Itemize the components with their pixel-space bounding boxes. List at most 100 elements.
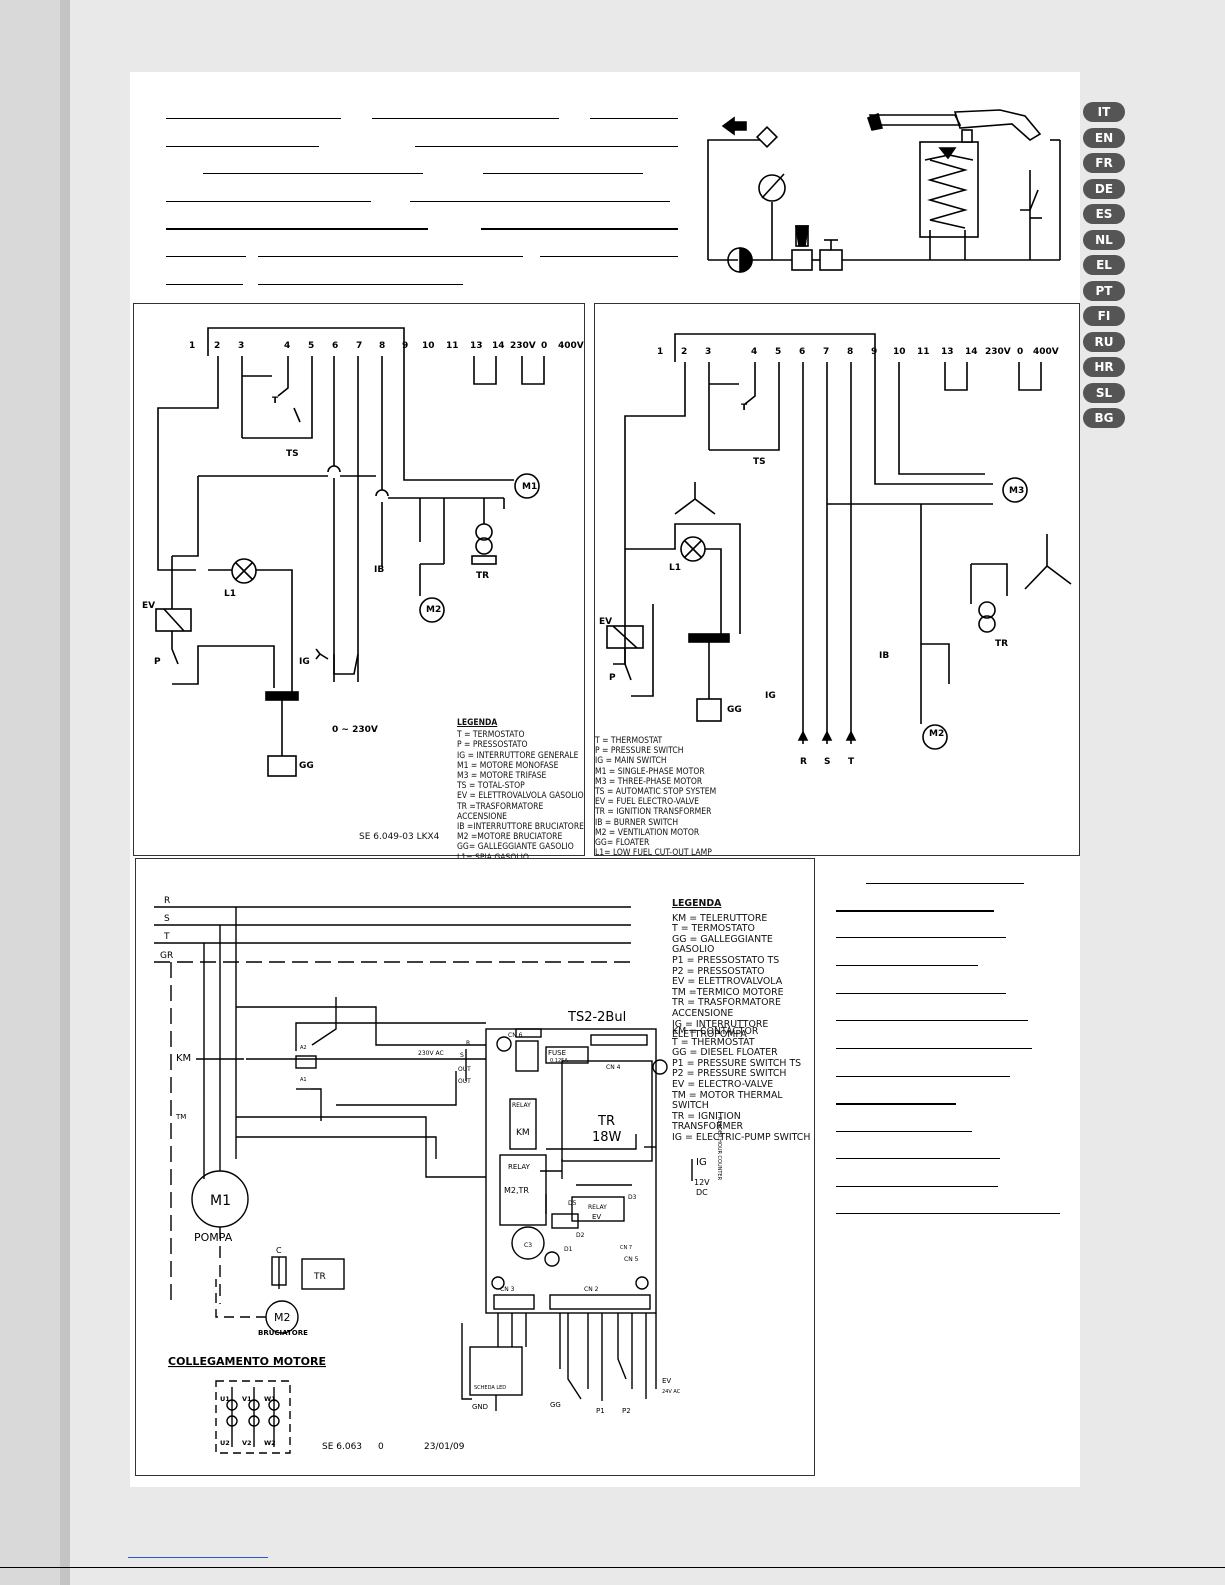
p2-label: P2 [622, 1407, 631, 1415]
dc-label: DC [696, 1188, 708, 1197]
ts-label: TS [286, 449, 299, 459]
diagram3-rev: 0 [378, 1442, 384, 1452]
gg-label: GG [727, 705, 742, 715]
legend-item: P2 = PRESSOSTATO [672, 965, 765, 977]
legend-heading: LEGENDA [672, 898, 722, 909]
terminal: 0 [1017, 347, 1023, 357]
legend-item: EV = ELETTROVALVOLA GASOLIO [457, 791, 584, 802]
diagram3-code: SE 6.063 [322, 1442, 362, 1452]
lang-sl[interactable]: SL [1083, 382, 1125, 403]
legend-item: L1= LOW FUEL CUT-OUT LAMP [595, 848, 712, 859]
terminal: 10 [893, 347, 906, 357]
line-s: S [164, 914, 170, 924]
legend-item: P = PRESSURE SWITCH [595, 746, 684, 757]
legend-item: M3 = THREE-PHASE MOTOR [595, 776, 703, 787]
v1-label: V1 [242, 1395, 252, 1403]
l1-label: L1 [669, 563, 681, 573]
legend-item: IB = BURNER SWITCH [595, 817, 679, 828]
wiring-diagram-3-svg: R S T GR [154, 896, 722, 1454]
lang-pt[interactable]: PT [1083, 280, 1125, 301]
terminal: 7 [823, 347, 829, 357]
legend-item: IB =INTERRUTTORE BRUCIATORE [457, 822, 584, 833]
motore-label: COLLEGAMENTO MOTORE [168, 1355, 326, 1368]
ib-label: IB [374, 565, 384, 575]
s-label: S [824, 757, 830, 767]
legend-item: GG = GALLEGGIANTE GASOLIO [672, 933, 773, 956]
ev-label: EV [142, 601, 155, 611]
w1-label: W1 [264, 1395, 276, 1403]
diagram1-code: SE 6.049-03 LKX4 [359, 832, 440, 842]
terminal: 1 [657, 347, 663, 357]
wiring-diagram-three-phase: 1 2 3 4 5 6 7 8 9 10 11 13 14 230V 0 400… [594, 303, 1080, 859]
lang-en[interactable]: EN [1083, 127, 1125, 148]
lang-ru[interactable]: RU [1083, 331, 1125, 352]
lang-el[interactable]: EL [1083, 255, 1125, 275]
lang-fi[interactable]: FI [1083, 306, 1125, 326]
l1-label: L1 [224, 589, 236, 599]
tr-label: TR [476, 571, 489, 581]
legend-item: TR = TRASFORMATORE ACCENSIONE [672, 997, 781, 1019]
terminal: 9 [402, 341, 408, 351]
terminal: 400V [1033, 347, 1059, 357]
legend-item: GG= GALLEGGIANTE GASOLIO [457, 842, 574, 853]
wiring-diagram-1-svg: 1 2 3 4 5 6 7 8 9 10 11 13 14 230V 0 400… [142, 327, 584, 777]
page-binding-strip [0, 0, 70, 1585]
cn7-label: CN 7 [620, 1245, 632, 1251]
t-phase-label: T [848, 757, 855, 767]
m2-label: M2 [426, 605, 441, 615]
km-label: KM [176, 1053, 191, 1064]
v2-label: V2 [242, 1439, 252, 1447]
legend-item: T = THERMOSTAT [672, 1036, 755, 1048]
m1-label: M1 [210, 1193, 231, 1209]
bruciatore-label: BRUCIATORE [258, 1329, 308, 1337]
terminal: 0 [541, 341, 547, 351]
lang-es[interactable]: ES [1083, 204, 1125, 224]
a2-label: A2 [300, 1045, 307, 1051]
lang-nl[interactable]: NL [1083, 229, 1125, 250]
lang-fr[interactable]: FR [1083, 153, 1125, 173]
relay-label: RELAY [512, 1102, 531, 1109]
terminal: 4 [284, 341, 290, 351]
lang-hr[interactable]: HR [1083, 357, 1125, 377]
tr-label: TR [313, 1272, 326, 1282]
c-label: C [276, 1246, 282, 1255]
relay-ev-label: RELAY [588, 1204, 607, 1211]
watt-label: 18W [592, 1130, 622, 1145]
legend-item: L1= SPIA GASOLIO [457, 853, 584, 863]
gg-board-label: GG [550, 1401, 561, 1409]
terminal: 10 [422, 341, 435, 351]
terminal: 3 [705, 347, 711, 357]
tr-label: TR [995, 639, 1008, 649]
cn2-label: CN 2 [584, 1286, 599, 1293]
terminal: 8 [379, 341, 385, 351]
legend-item: IG = INTERRUTTORE ELETTROPOMPA [672, 1018, 769, 1041]
legend-item: GG = DIESEL FLOATER [672, 1047, 778, 1059]
terminal: 13 [470, 341, 483, 351]
p-label: P [609, 673, 616, 683]
line-gr: GR [160, 951, 173, 961]
d1-label: D1 [564, 1246, 573, 1253]
legend-item: M1 = SINGLE-PHASE MOTOR [595, 766, 705, 777]
terminal: 5 [775, 347, 781, 357]
legend-item: P1 = PRESSOSTATO TS [672, 954, 780, 966]
line-t: T [163, 932, 170, 942]
legend-item: TR = IGNITION TRANSFORMER [595, 807, 712, 818]
lang-bg[interactable]: BG [1083, 408, 1125, 428]
cn4-label: CN 4 [606, 1064, 621, 1071]
v12-label: 12V [694, 1178, 710, 1187]
legend-item: T = THERMOSTAT [595, 736, 663, 746]
terminal: 230V [985, 347, 1011, 357]
t-label: T [272, 396, 279, 406]
legend-3-it: LEGENDA KM = TELERUTTORE T = TERMOSTATO … [672, 898, 814, 1041]
r-board-label: R [466, 1040, 470, 1047]
d2-label: D2 [576, 1232, 585, 1239]
terminal: 6 [332, 341, 338, 351]
terminal: 5 [308, 341, 314, 351]
legend-item: TM =TERMICO MOTORE [672, 986, 784, 998]
m1-label: M1 [522, 482, 537, 492]
terminal: 13 [941, 347, 954, 357]
legend-item: M2 =MOTORE BRUCIATORE [457, 832, 563, 843]
cn5-label: CN 5 [624, 1256, 639, 1263]
lang-de[interactable]: DE [1083, 178, 1125, 199]
lang-it[interactable]: IT [1083, 102, 1125, 122]
